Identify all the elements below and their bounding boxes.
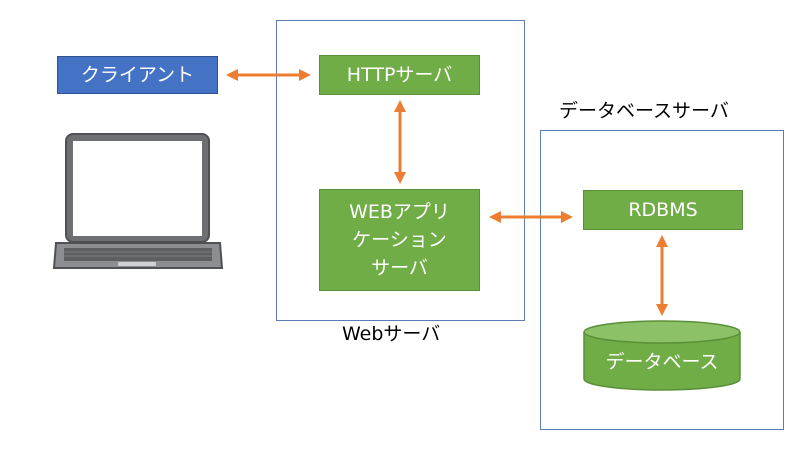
client-http-arrow [226, 69, 311, 81]
database-server-frame [540, 130, 784, 430]
webapp-rdbms-arrow [489, 211, 573, 223]
database-label-wrap: データベース [584, 346, 740, 378]
database-server-caption: データベースサーバ [559, 100, 729, 122]
http-server-box: HTTPサーバ [319, 55, 480, 95]
rdbms-box: RDBMS [583, 190, 743, 230]
database-label: データベース [605, 351, 719, 373]
web-server-frame [276, 20, 525, 321]
web-server-caption: Webサーバ [342, 323, 441, 345]
web-application-server-label: WEBアプリ ケーション サーバ [349, 201, 450, 279]
rdbms-label: RDBMS [628, 199, 698, 221]
web-application-server-box: WEBアプリ ケーション サーバ [319, 189, 480, 291]
http-webapp-arrow [394, 100, 406, 184]
client-box: クライアント [57, 56, 218, 94]
client-label: クライアント [80, 64, 195, 86]
rdbms-database-arrow [656, 235, 668, 316]
http-server-label: HTTPサーバ [346, 64, 453, 86]
